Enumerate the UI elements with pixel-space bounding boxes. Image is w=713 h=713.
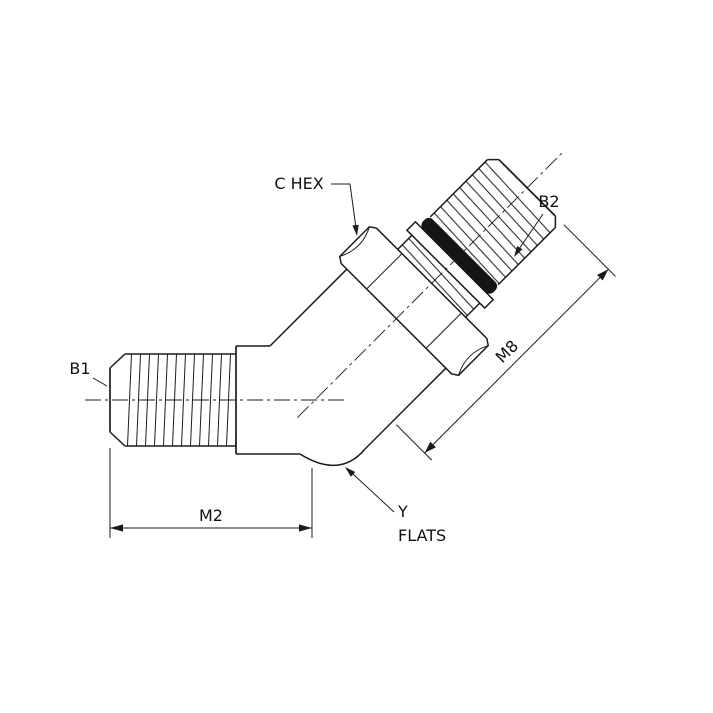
m8-extension-bottom <box>395 424 433 461</box>
dim-m2: M2 <box>109 448 313 538</box>
exposed-thread-hatch <box>397 235 480 318</box>
orb-arm <box>297 150 565 418</box>
orb-thread-crest-top <box>429 159 489 218</box>
callout-b1: B1 <box>69 359 108 387</box>
elbow-bend <box>269 268 447 467</box>
c-hex-arrow <box>352 224 359 236</box>
callout-b2: B2 <box>514 192 560 257</box>
label-y-flats-line2: FLATS <box>398 526 446 545</box>
orb-thread-hatch <box>430 159 556 285</box>
b2-leader <box>516 213 544 253</box>
locknut-hex <box>338 225 490 377</box>
exposed-thread-crest-top <box>397 234 413 250</box>
orb-end-face <box>498 158 557 217</box>
b2-arrow <box>514 246 523 257</box>
callout-c-hex: C HEX <box>274 174 359 236</box>
locknut-face-line-top <box>366 253 403 290</box>
jic-chamfer-top <box>109 353 126 369</box>
m8-arrow-bottom <box>424 441 436 453</box>
o-ring <box>421 217 498 294</box>
exposed-thread-crest-bottom <box>465 302 481 318</box>
m8-dimension-line <box>424 268 609 454</box>
m8-extension-top <box>563 224 616 277</box>
label-b2: B2 <box>538 192 559 211</box>
locknut-chamfer-arc-bottom <box>458 345 489 376</box>
m2-arrow-left <box>110 524 123 532</box>
y-flats-leader <box>352 473 395 513</box>
m2-arrow-right <box>299 524 312 532</box>
locknut-face-line-bottom <box>425 312 462 349</box>
tip-chamfer-top <box>487 158 499 161</box>
callout-y-flats: Y FLATS <box>345 467 446 545</box>
orb-thread-crest-bottom <box>497 226 556 286</box>
jic-male-end <box>109 345 300 455</box>
jic-thread-hatch <box>125 354 236 446</box>
bend-outer-fillet <box>299 448 366 467</box>
locknut-chamfer-arc-top <box>339 226 370 257</box>
tip-chamfer-bottom <box>554 216 557 228</box>
label-b1: B1 <box>69 359 90 378</box>
label-y-flats-line1: Y <box>397 502 408 521</box>
centerline-45deg <box>297 150 565 418</box>
label-c-hex: C HEX <box>274 174 323 193</box>
arm-upper-edge <box>269 268 348 347</box>
jic-chamfer-bottom <box>109 431 126 447</box>
m8-arrow-top <box>597 269 609 281</box>
b1-leader <box>92 377 108 387</box>
arm-lower-edge <box>364 367 447 450</box>
y-flats-arrow <box>345 467 356 477</box>
c-hex-leader <box>331 183 357 227</box>
label-m2: M2 <box>199 506 223 525</box>
